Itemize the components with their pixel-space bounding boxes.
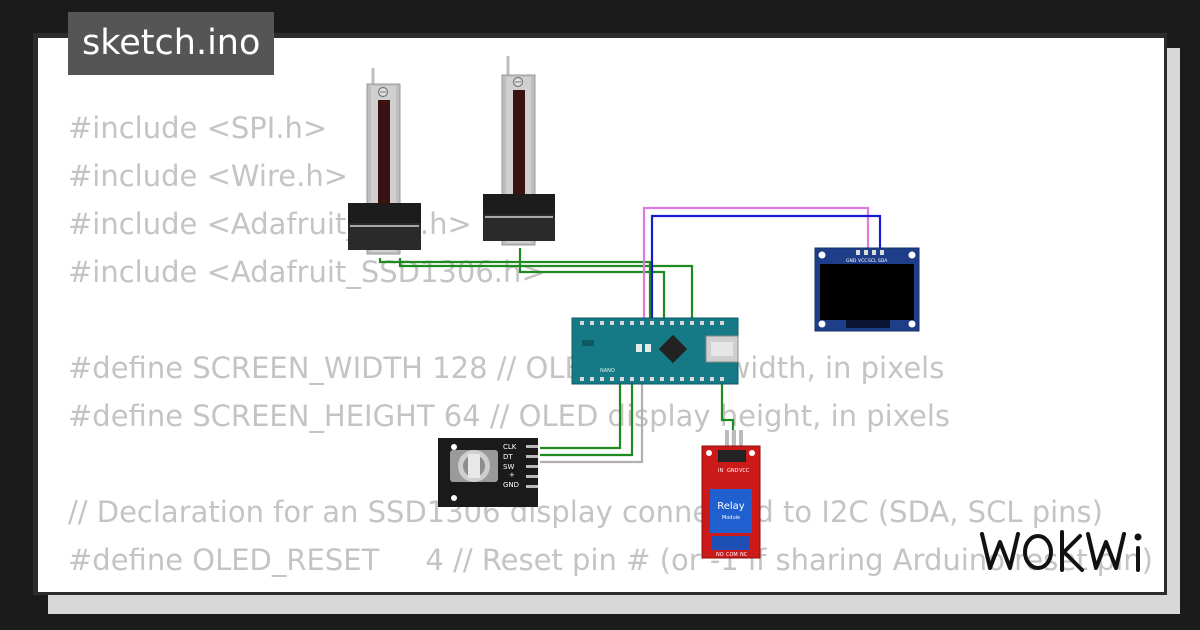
wire-clk bbox=[540, 384, 622, 450]
wokwi-logo bbox=[980, 530, 1142, 572]
encoder-pin-dt: DT bbox=[503, 453, 513, 461]
relay-label: Relay bbox=[717, 501, 745, 512]
encoder-pin-clk: CLK bbox=[503, 443, 517, 451]
wire-pot1 bbox=[378, 258, 652, 322]
oled-pin-vcc: VCC bbox=[858, 258, 867, 264]
code-line: #define SCREEN_HEIGHT 64 // OLED display… bbox=[68, 399, 950, 433]
relay-pin-com: COM bbox=[726, 552, 738, 558]
code-line: #define OLED_RESET 4 // Reset pin # (or … bbox=[68, 543, 1153, 577]
relay-sublabel: Module bbox=[722, 515, 740, 521]
wire-dt bbox=[540, 384, 634, 457]
code-canvas: #include <SPI.h> #include <Wire.h> #includ… bbox=[38, 38, 1164, 592]
code-line: #include <SPI.h> bbox=[68, 111, 328, 145]
wires bbox=[378, 206, 882, 464]
oled-pin-gnd: GND bbox=[846, 258, 857, 264]
relay-pin-gnd: GND bbox=[727, 468, 739, 474]
file-name-tab[interactable]: sketch.ino bbox=[68, 12, 275, 75]
wire-pot2 bbox=[518, 248, 666, 322]
code-line: #include <Wire.h> bbox=[68, 159, 349, 193]
oled-display[interactable]: GND VCC SCL SDA bbox=[814, 247, 920, 332]
code-line: Adafruit_SSD1306 display(SCREEN_WIDTH, S… bbox=[68, 584, 1164, 592]
rotary-encoder[interactable]: CLK DT SW + GND bbox=[438, 438, 538, 507]
arduino-nano-board[interactable]: NANO bbox=[571, 317, 739, 385]
code-editor: #include <SPI.h> #include <Wire.h> #includ… bbox=[68, 104, 1164, 592]
oled-pin-scl: SCL bbox=[868, 258, 877, 264]
relay-pin-vcc: VCC bbox=[739, 468, 750, 474]
slide-potentiometer-1[interactable] bbox=[348, 68, 421, 255]
encoder-pin-gnd: GND bbox=[503, 481, 519, 489]
wire-sda bbox=[650, 214, 882, 322]
nano-label: NANO bbox=[600, 368, 615, 374]
relay-module[interactable]: IN GND VCC Relay Module NO COM NC bbox=[701, 430, 761, 559]
wire-sw bbox=[540, 384, 644, 464]
encoder-pin-plus: + bbox=[509, 471, 515, 479]
relay-pin-in: IN bbox=[718, 468, 723, 474]
code-line: #include <Adafruit_SSD1306.h> bbox=[68, 255, 546, 289]
relay-pin-no: NO bbox=[716, 552, 724, 558]
wire-scl bbox=[642, 206, 870, 322]
relay-pin-nc: NC bbox=[740, 552, 748, 558]
wire-pot-gnd bbox=[398, 258, 694, 322]
slide-potentiometer-2[interactable] bbox=[483, 56, 555, 246]
oled-pin-sda: SDA bbox=[878, 258, 888, 264]
encoder-pin-sw: SW bbox=[503, 463, 514, 471]
code-line: #include <Adafruit_GFX.h> bbox=[68, 207, 472, 241]
